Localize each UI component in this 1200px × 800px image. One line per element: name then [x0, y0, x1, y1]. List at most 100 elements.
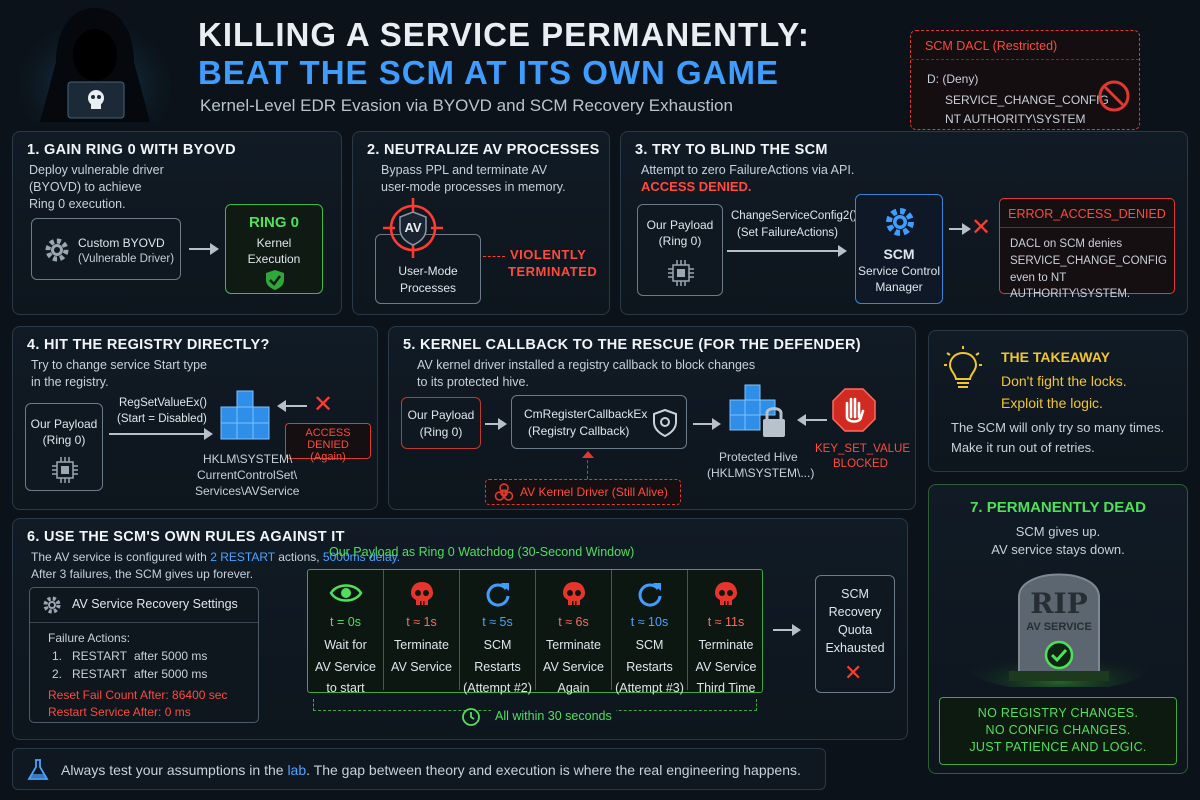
panel4-desc1: Try to change service Start type	[31, 358, 208, 372]
dacl-line3: NT AUTHORITY\SYSTEM	[945, 112, 1086, 126]
panel-permanently-dead: 7. PERMANENTLY DEAD SCM gives up. AV ser…	[928, 484, 1188, 774]
hive-label2: (HKLM\SYSTEM\...)	[707, 466, 815, 480]
cpu-chip-icon	[667, 259, 695, 291]
denied-label2: (Again)	[310, 451, 346, 463]
watchdog-label: Our Payload as Ring 0 Watchdog (30-Secon…	[329, 545, 635, 559]
scm-title: SCM	[883, 246, 915, 262]
hacker-hood-icon	[20, 0, 170, 122]
rip-sub-label: AV SERVICE	[1026, 621, 1092, 633]
quota-label2: Recovery	[828, 605, 882, 619]
panel6-desc1: The AV service is configured with 2 REST…	[31, 549, 400, 565]
ring0-label2: Execution	[247, 252, 301, 266]
final-line2: NO CONFIG CHANGES.	[985, 723, 1131, 737]
quota-label4: Exhausted	[825, 641, 885, 655]
byovd-label1: Custom BYOVD	[78, 236, 165, 250]
arrow	[485, 418, 507, 430]
desc-restart: 2 RESTART	[210, 550, 275, 564]
takeaway-line3: The SCM will only try so many times.	[951, 420, 1165, 435]
arrow	[797, 414, 827, 426]
protected-hive-icon	[727, 381, 793, 446]
quota-x-icon: ✕	[844, 660, 863, 685]
payload-label1: Our Payload	[30, 417, 98, 431]
panel4-desc2: in the registry.	[31, 375, 109, 389]
step-time: t ≈ 6s	[558, 615, 589, 629]
step-l3: (Attempt #2)	[463, 680, 532, 695]
api-call-label2: (Set FailureActions)	[737, 227, 838, 239]
ring0-box: RING 0 Kernel Execution	[225, 204, 323, 294]
quota-box: SCM Recovery Quota Exhausted ✕	[815, 575, 895, 693]
payload-label1: Our Payload	[646, 218, 714, 232]
regset-label1: RegSetValueEx()	[119, 397, 207, 409]
panel-kernel-callback: 5. KERNEL CALLBACK TO THE RESCUE (FOR TH…	[388, 326, 916, 510]
footer-post: . The gap between theory and execution i…	[306, 762, 801, 778]
skull-icon	[688, 580, 764, 610]
quota-label1: SCM	[841, 587, 869, 601]
skull-icon	[384, 580, 459, 610]
desc-pre: The AV service is configured with	[31, 550, 211, 564]
dacl-box: SCM DACL (Restricted) D: (Deny) SERVICE_…	[910, 30, 1140, 130]
scm-label1: Service Control	[857, 264, 941, 278]
shield-check-icon	[264, 269, 286, 295]
gear-icon	[42, 595, 62, 620]
shield-icon	[652, 408, 678, 442]
action1-type: RESTART	[72, 649, 127, 663]
panel1-title: 1. GAIN RING 0 WITH BYOVD	[27, 142, 236, 158]
page-title-line1: KILLING A SERVICE PERMANENTLY:	[198, 16, 810, 53]
payload-label1: Our Payload	[407, 408, 475, 422]
api-call-label1: ChangeServiceConfig2()	[731, 210, 857, 222]
panel5-desc1: AV kernel driver installed a registry ca…	[417, 358, 756, 372]
step-l2: AV Service	[695, 659, 757, 674]
action1-after: after 5000 ms	[134, 649, 208, 663]
dashed-link	[483, 256, 505, 257]
payload-label2: (Ring 0)	[658, 234, 702, 248]
payload-box-5: Our Payload (Ring 0)	[401, 397, 481, 449]
panel5-title: 5. KERNEL CALLBACK TO THE RESCUE (FOR TH…	[403, 337, 861, 353]
panel3-desc: Attempt to zero FailureActions via API.	[641, 163, 855, 177]
processes-label2: Processes	[399, 281, 457, 295]
gear-icon	[883, 205, 917, 243]
registry-cubes-icon	[217, 387, 275, 450]
step-time: t = 0s	[330, 615, 361, 629]
lightbulb-icon	[943, 345, 983, 396]
panel-registry: 4. HIT THE REGISTRY DIRECTLY? Try to cha…	[12, 326, 378, 510]
blocked-label2: BLOCKED	[833, 458, 888, 470]
payload-label2: (Ring 0)	[42, 433, 86, 447]
arrow	[277, 400, 307, 412]
step-l1: Terminate	[698, 638, 754, 653]
step-l3: Third Time	[696, 680, 756, 695]
action1-num: 1.	[52, 649, 63, 663]
terminated-label1: VIOLENTLY	[510, 247, 587, 262]
action2-num: 2.	[52, 667, 63, 681]
footer-lab: lab	[287, 762, 307, 778]
payload-box-4: Our Payload (Ring 0)	[25, 403, 103, 491]
takeaway-line4: Make it run out of retries.	[951, 440, 1095, 455]
panel5-desc2: to its protected hive.	[417, 375, 529, 389]
dacl-line2: SERVICE_CHANGE_CONFIG	[945, 93, 1109, 107]
error-line2: SERVICE_CHANGE_CONFIG	[1010, 255, 1167, 267]
regset-label2: (Start = Disabled)	[117, 413, 207, 425]
error-line3: even to NT AUTHORITY\SYSTEM.	[1010, 272, 1131, 300]
panel2-title: 2. NEUTRALIZE AV PROCESSES	[367, 142, 600, 158]
byovd-driver-box: Custom BYOVD (Vulnerable Driver)	[31, 218, 181, 280]
settings-title: AV Service Recovery Settings	[72, 597, 238, 611]
quota-label3: Quota	[837, 623, 873, 637]
eye-icon	[308, 580, 383, 610]
action2-type: RESTART	[72, 667, 127, 681]
callback-box: CmRegisterCallbackEx (Registry Callback)	[511, 395, 687, 449]
flask-icon	[27, 758, 49, 787]
takeaway-title: THE TAKEAWAY	[1001, 349, 1110, 365]
panel-gain-ring0: 1. GAIN RING 0 WITH BYOVD Deploy vulnera…	[12, 131, 342, 315]
step-l2: Restarts	[626, 659, 673, 674]
page-title-line2: BEAT THE SCM AT ITS OWN GAME	[198, 54, 780, 91]
denied-x-icon: ✕	[313, 391, 334, 418]
arrow	[773, 624, 801, 636]
panel1-desc3: Ring 0 execution.	[29, 197, 126, 211]
step-l1: SCM	[483, 638, 512, 653]
step-time: t ≈ 1s	[406, 615, 437, 629]
panel1-desc1: Deploy vulnerable driver	[29, 163, 164, 177]
arrow	[693, 418, 721, 430]
av-badge: AV	[404, 220, 422, 235]
panel2-desc1: Bypass PPL and terminate AV	[381, 163, 548, 177]
